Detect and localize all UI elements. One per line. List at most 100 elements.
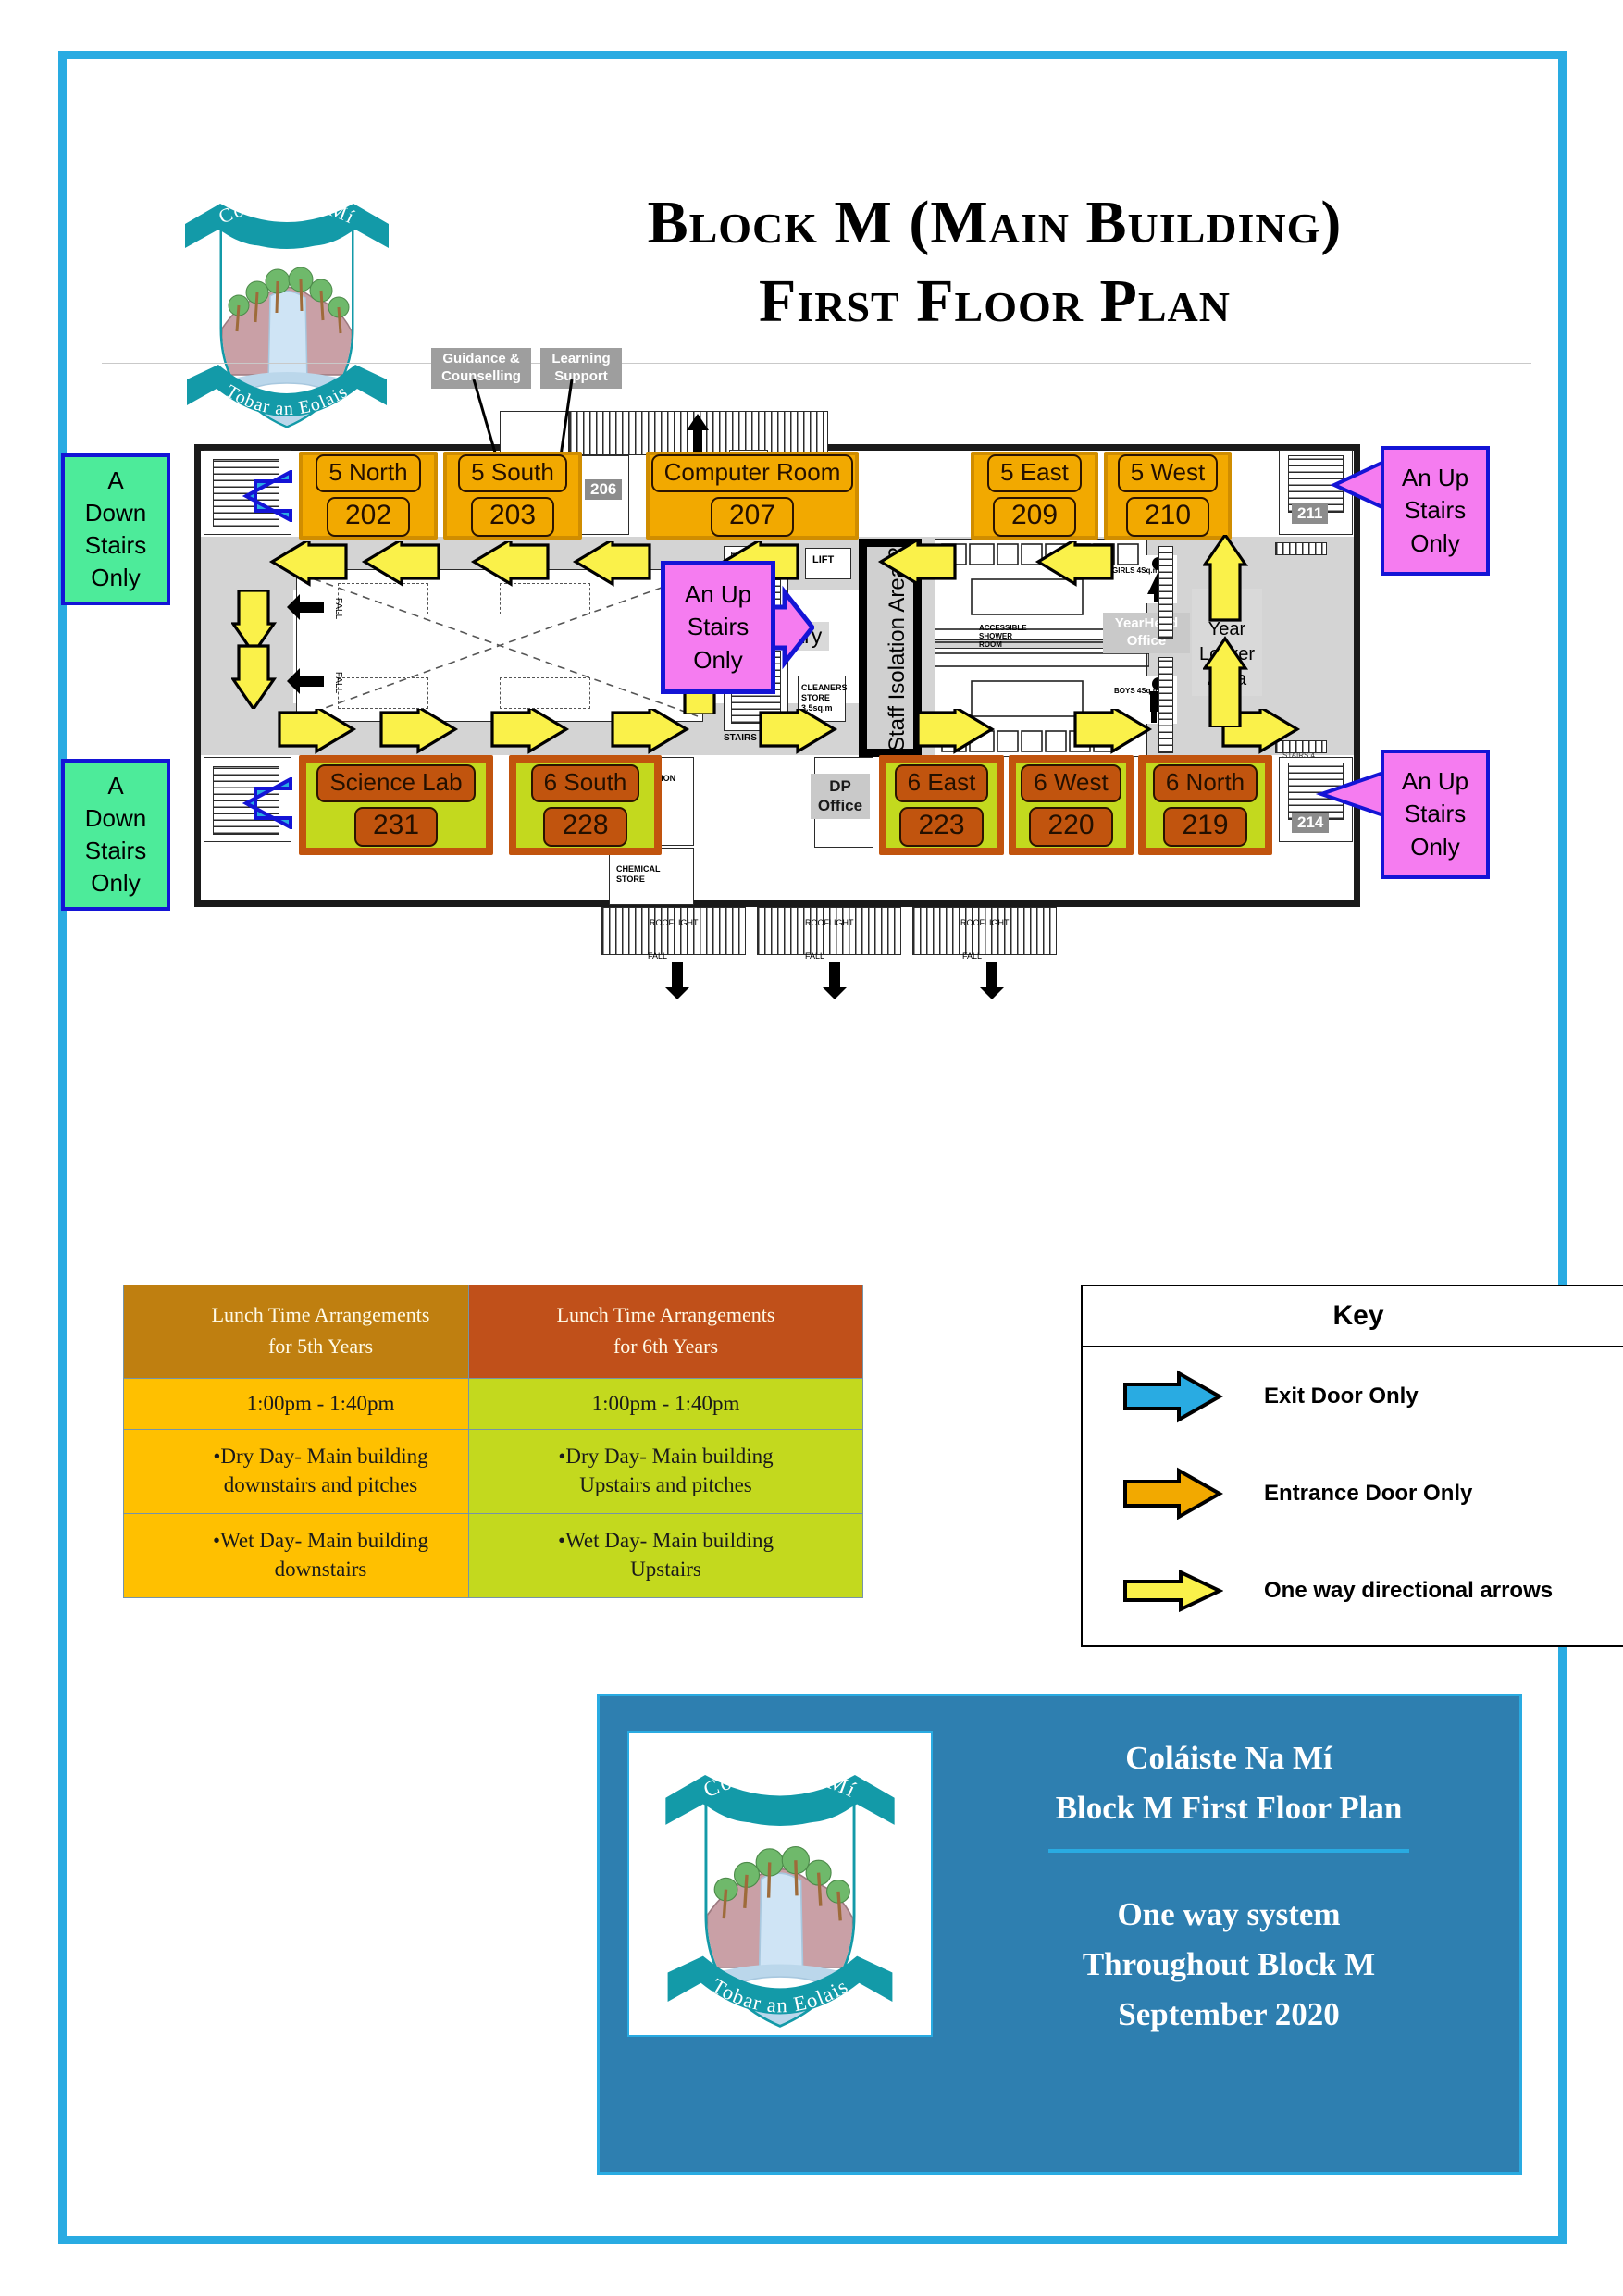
exit-arrow-icon (1123, 1370, 1223, 1422)
learning-support-label: Learning Support (540, 348, 622, 389)
key-label: Exit Door Only (1264, 1383, 1419, 1409)
entrance-arrow-pink-icon (1330, 459, 1388, 511)
yearhead-office-label: YearHead Office (1103, 613, 1190, 653)
bullet-icon: • (558, 1529, 566, 1553)
callout-line: An Up (1401, 464, 1469, 492)
callout-line: Stairs (1404, 496, 1467, 525)
locker-line-2: Year (1208, 619, 1246, 639)
floor-plan: 205 206 CLEANERS STORE 4.5sq.m Guidance … (61, 348, 1531, 1277)
entrance-arrow-pink-icon (1315, 768, 1394, 820)
callout-down-stairs-left-top: A Down Stairs Only (61, 453, 170, 605)
fall-label: FALL (648, 951, 668, 961)
callout-line: Only (693, 645, 743, 674)
learning-line-1: Learning (551, 351, 611, 366)
room-card-5-west[interactable]: 5 West 210 (1104, 452, 1232, 540)
callout-line: An Up (684, 580, 752, 609)
wall-segment (194, 444, 201, 907)
roof-hatch (912, 907, 1057, 955)
yearhead-line-2: Office (1126, 632, 1167, 649)
heading-line-1: Lunch Time Arrangements (556, 1303, 775, 1326)
room-name: 5 West (1117, 454, 1219, 492)
note-line-1: Dry Day- Main building (220, 1445, 428, 1469)
lockers (1275, 740, 1327, 753)
header-divider (102, 363, 1531, 364)
stairs-4-label: STAIRS 4 (1282, 751, 1315, 760)
callout-line: A (107, 771, 124, 800)
guidance-counselling-label: Guidance & Counselling (431, 348, 531, 389)
room-name: Science Lab (316, 763, 476, 802)
roof-hatch (601, 907, 746, 955)
callout-line: Only (91, 564, 141, 592)
room-number: 202 (326, 497, 411, 537)
key-title: Key (1083, 1286, 1623, 1347)
heading-line-2: for 6th Years (613, 1334, 719, 1359)
school-crest-icon: Coláiste na Mí Tobar an Eolais (665, 1761, 895, 2028)
room-card-5-east[interactable]: 5 East 209 (971, 452, 1098, 540)
lunch-table-6th-years: Lunch Time Arrangements for 6th Years 1:… (468, 1285, 863, 1599)
callout-line: Stairs (1404, 800, 1467, 828)
key-label: Entrance Door Only (1264, 1480, 1473, 1506)
void-panel (500, 677, 590, 709)
footer-line-3: One way system (1117, 1895, 1341, 1932)
learning-line-2: Support (554, 367, 608, 384)
room-number: 207 (710, 497, 795, 537)
room-card-6-north[interactable]: 6 North 219 (1138, 755, 1272, 855)
callout-line: Stairs (687, 613, 750, 641)
room-card-5-north[interactable]: 5 North 202 (299, 452, 438, 540)
lunch-table-heading: Lunch Time Arrangements for 5th Years (124, 1285, 517, 1380)
dp-line-2: Office (817, 797, 863, 815)
room-number: 210 (1125, 497, 1210, 537)
lunch-table-heading: Lunch Time Arrangements for 6th Years (469, 1285, 862, 1380)
entrance-arrow-icon (1123, 1467, 1223, 1520)
note-line-2: Upstairs (630, 1558, 701, 1582)
lunch-note-dry: •Dry Day- Main building Upstairs and pit… (469, 1430, 862, 1515)
fall-label: FALL (333, 671, 344, 694)
room-card-computer-room[interactable]: Computer Room 207 (646, 452, 859, 540)
fall-arrow-icon (687, 414, 709, 453)
room-name: 5 East (987, 454, 1082, 492)
room-name: 6 West (1021, 763, 1121, 802)
void-panel (500, 583, 590, 614)
callout-up-stairs-right-bottom: An Up Stairs Only (1381, 750, 1490, 879)
callout-line: An Up (1401, 767, 1469, 796)
callout-line: Only (1410, 832, 1460, 861)
lift (805, 548, 851, 579)
stair-treads (213, 766, 279, 835)
cleaners-store-label-2: CLEANERS STORE 3.5sq.m (801, 683, 848, 713)
room-number-211: 211 (1292, 503, 1329, 524)
school-crest-footer: Coláiste na Mí Tobar an Eolais (627, 1731, 933, 2037)
room-card-science-lab[interactable]: Science Lab 231 (299, 755, 493, 855)
roof-hatch (757, 907, 901, 955)
page-title: Block M (Main Building) First Floor Plan (426, 190, 1564, 335)
callout-line: Only (1410, 528, 1460, 557)
fall-arrows-west (287, 594, 324, 694)
accessible-shower-label: ACCESSIBLE SHOWER ROOM (979, 624, 1027, 650)
header: Coláiste na Mí Tobar an Eolais Block M (… (83, 79, 1545, 428)
callout-up-stairs-centre: An Up Stairs Only (661, 561, 775, 694)
title-line-2: First Floor Plan (759, 267, 1231, 336)
room-card-6-south[interactable]: 6 South 228 (509, 755, 662, 855)
room-number: 231 (353, 806, 439, 847)
note-line-2: Upstairs and pitches (579, 1473, 752, 1497)
footer-line-2: Block M First Floor Plan (1055, 1790, 1403, 1827)
rooflight-label: ROOFLIGHT (650, 918, 699, 927)
lunch-note-dry: •Dry Day- Main building downstairs and p… (124, 1430, 517, 1515)
key-row-directional-arrow: One way directional arrows (1083, 1542, 1623, 1639)
room-number-206: 206 (585, 479, 623, 500)
lunch-note-wet: •Wet Day- Main building Upstairs (469, 1514, 862, 1598)
room-number: 219 (1163, 806, 1247, 847)
exit-arrow-icon (242, 470, 292, 522)
bullet-icon: • (558, 1445, 566, 1469)
heading-line-1: Lunch Time Arrangements (211, 1303, 430, 1326)
title-line-1: Block M (Main Building) (647, 189, 1343, 256)
room-card-6-west[interactable]: 6 West 220 (1009, 755, 1134, 855)
room-number-214: 214 (1292, 813, 1330, 833)
room-card-5-south[interactable]: 5 South 203 (443, 452, 582, 540)
school-crest-icon: Coláiste na Mí Tobar an Eolais (185, 191, 389, 428)
room-card-6-east[interactable]: 6 East 223 (879, 755, 1004, 855)
callout-line: A (107, 465, 124, 494)
lockers (1158, 657, 1173, 753)
chemical-store-label: CHEMICAL STORE (616, 864, 661, 884)
key-row-entrance-door: Entrance Door Only (1083, 1445, 1623, 1542)
bullet-icon: • (213, 1445, 221, 1469)
